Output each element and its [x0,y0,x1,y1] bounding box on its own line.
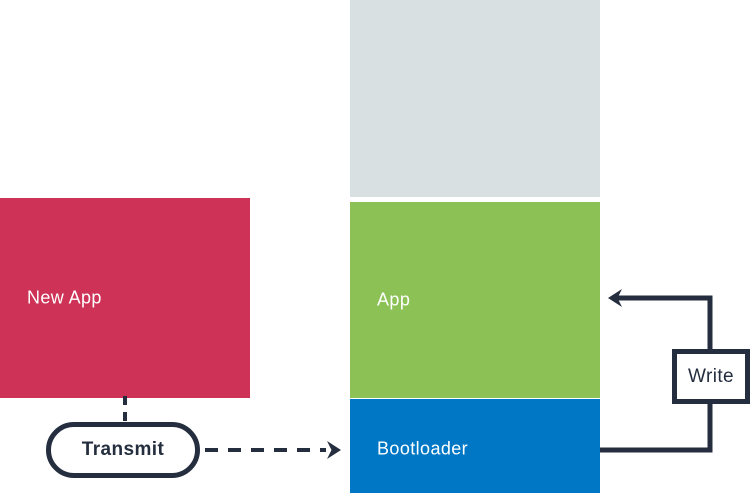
transmit-node: Transmit [46,422,200,478]
bootloader-label: Bootloader [377,438,469,459]
write-label: Write [688,365,734,387]
right-arrowhead-icon [327,441,341,459]
transmit-label: Transmit [81,439,165,460]
write-node: Write [672,349,750,404]
bootloader-box: Bootloader [350,399,600,493]
left-arrowhead-icon [608,289,622,307]
app-label: App [377,289,411,310]
unused-flash-region-box [350,0,600,197]
app-box: App [350,202,600,398]
new-app-label: New App [27,287,102,308]
new-app-box: New App [0,198,250,398]
